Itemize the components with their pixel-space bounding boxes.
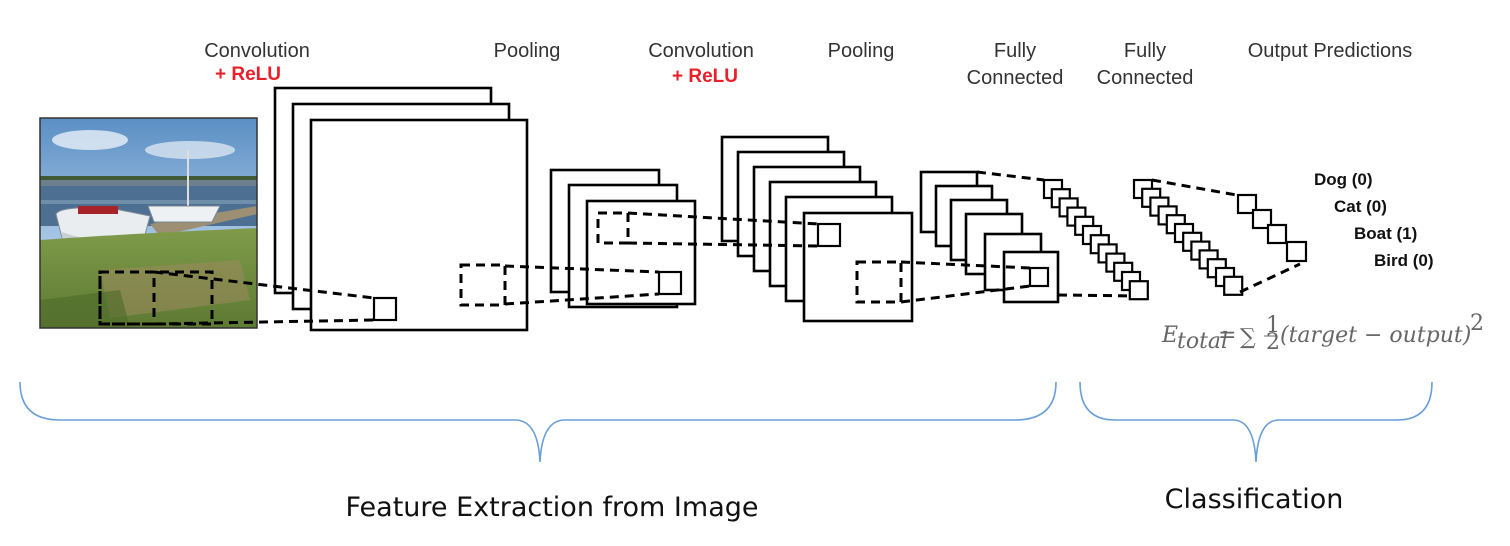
feature-extraction-brace [19, 381, 1057, 463]
formula-body: (target − output) [1280, 323, 1471, 348]
conv2-label: Convolution [648, 40, 754, 62]
conv1-relu-label: + ReLU [215, 64, 281, 85]
conv2-neuron [816, 222, 842, 248]
fc1-label-line1: Fully [994, 40, 1036, 62]
output-neurons [1236, 193, 1308, 263]
pool2-label: Pooling [828, 40, 895, 62]
pool1-label: Pooling [494, 40, 561, 62]
connector-6b [1239, 262, 1301, 294]
fc1-label-line2: Connected [967, 67, 1064, 89]
feature-extraction-label: Feature Extraction from Image [345, 492, 758, 523]
conv2-pool-window [855, 260, 903, 304]
prediction-bird: Bird (0) [1374, 251, 1434, 270]
formula-frac-num: 1 [1266, 313, 1280, 338]
connector-1a [153, 270, 375, 300]
conv2-feature-maps [720, 135, 914, 323]
conv1-map-3 [309, 118, 529, 332]
pool2-feature-maps [919, 170, 1060, 304]
connector-5b [1057, 293, 1141, 298]
fc1-neuron-12 [1128, 280, 1149, 301]
connector-3a [627, 211, 819, 226]
output-neuron-2 [1251, 208, 1273, 230]
prediction-dog: Dog (0) [1314, 170, 1373, 189]
classification-label: Classification [1165, 484, 1344, 515]
output-neuron-1 [1236, 193, 1258, 215]
pool1-conv-window [596, 211, 630, 245]
fc2-neuron-12 [1223, 275, 1244, 296]
fc2-neurons [1132, 178, 1244, 296]
input-receptive-field-outer [98, 270, 214, 326]
fc2-label-line2: Connected [1097, 67, 1194, 89]
pool1-map-3 [585, 199, 697, 306]
conv2-relu-label: + ReLU [672, 66, 738, 87]
conv1-pool-window [459, 263, 507, 307]
connector-6a [1151, 178, 1243, 198]
output-neuron-4 [1285, 240, 1308, 263]
formula-lhs: E [1161, 323, 1178, 348]
formula-sum: ∑ [1240, 325, 1256, 350]
classification-brace [1079, 381, 1433, 463]
connector-1b [153, 318, 375, 326]
pool1-feature-maps [549, 168, 697, 309]
boat-photo-image [39, 117, 258, 329]
output-label: Output Predictions [1248, 40, 1413, 62]
connector-4b [900, 284, 1031, 304]
fc2-label-line1: Fully [1124, 40, 1166, 62]
conv1-label: Convolution [204, 40, 310, 62]
connector-2a [504, 264, 660, 274]
prediction-boat: Boat (1) [1354, 224, 1417, 243]
fc1-neurons [1042, 178, 1149, 301]
output-neuron-3 [1266, 223, 1288, 245]
formula-exponent: 2 [1470, 311, 1484, 336]
formula-frac-den: 2 [1266, 330, 1280, 355]
connector-3b [627, 241, 819, 248]
connector-4a [900, 260, 1031, 270]
connector-2b [504, 292, 660, 306]
conv1-neuron [372, 296, 398, 322]
formula-lhs-sub: total [1177, 329, 1228, 354]
prediction-cat: Cat (0) [1334, 197, 1387, 216]
pool2-neuron [1028, 266, 1050, 288]
connector-5a [976, 170, 1045, 182]
pool1-neuron [657, 270, 683, 296]
formula-eq: = [1218, 323, 1236, 348]
loss-formula: E total = ∑ 1 2 (target − output) 2 [1161, 311, 1484, 355]
conv1-feature-maps [273, 86, 529, 332]
